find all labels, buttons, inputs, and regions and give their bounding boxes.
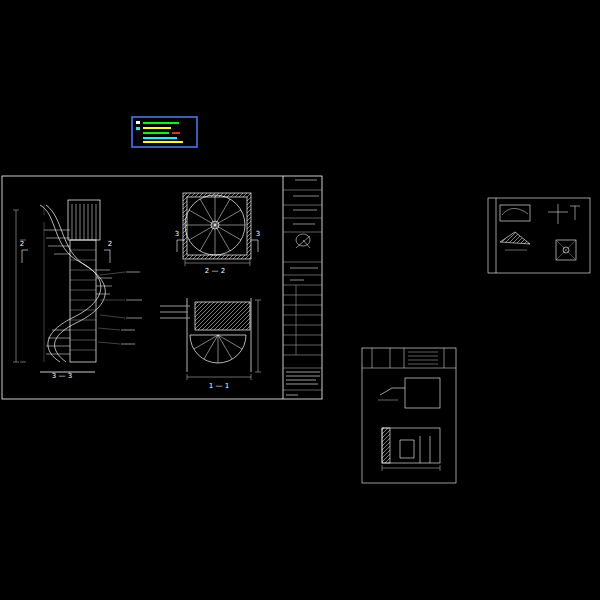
cad-line	[143, 141, 183, 143]
detail-sheet	[488, 198, 590, 273]
cad-line	[46, 205, 105, 362]
cad-line	[185, 195, 245, 255]
cad-line	[362, 348, 456, 368]
cad-line	[143, 122, 179, 124]
cad-line	[500, 232, 530, 244]
cad-line	[143, 127, 171, 129]
cad-line	[195, 302, 250, 330]
cad-line	[143, 137, 177, 139]
section-marker: 3	[174, 231, 180, 238]
cad-line	[121, 272, 142, 344]
cad-line	[505, 250, 527, 251]
cad-line	[72, 204, 96, 240]
cad-line	[488, 198, 590, 273]
cad-line	[380, 388, 405, 395]
layer-box	[132, 117, 197, 147]
section-title: 1 — 1	[208, 383, 230, 390]
elevation-sheet	[362, 348, 456, 483]
cad-line	[400, 436, 430, 463]
cad-line	[563, 247, 569, 253]
section-marker: 3	[255, 231, 261, 238]
cad-line	[160, 306, 190, 318]
cad-line	[136, 127, 140, 130]
cad-line	[172, 132, 180, 134]
section-title: 2 — 2	[204, 268, 226, 275]
cad-line	[286, 372, 320, 395]
cad-line	[290, 180, 319, 280]
cad-line	[496, 198, 497, 273]
section-marker: 2	[19, 241, 25, 248]
cad-line	[378, 400, 398, 401]
cad-line	[183, 193, 251, 259]
cad-line	[190, 335, 246, 363]
cad-line	[187, 298, 251, 372]
cad-line	[556, 240, 576, 260]
section-marker: 2	[107, 241, 113, 248]
stair-plan	[177, 193, 258, 266]
cad-line	[177, 240, 258, 252]
cad-line	[13, 210, 26, 362]
cad-line	[500, 205, 530, 221]
cad-line	[405, 378, 440, 408]
cad-line	[296, 234, 310, 248]
cad-line	[255, 300, 261, 372]
main-sheet	[2, 176, 322, 399]
cad-line	[548, 204, 580, 224]
cad-line	[194, 335, 242, 363]
cad-line	[382, 428, 440, 463]
cad-line	[44, 230, 112, 354]
cad-line	[68, 200, 100, 240]
cad-line	[502, 208, 528, 215]
cad-line	[283, 190, 322, 390]
cad-line	[70, 250, 96, 350]
cad-line	[2, 176, 322, 399]
cad-line	[22, 250, 110, 263]
cad-line	[44, 205, 45, 362]
cad-line	[408, 352, 438, 364]
cad-line	[40, 205, 101, 362]
cad-line	[136, 121, 140, 124]
section-title: 3 — 3	[51, 373, 73, 380]
cad-line	[382, 428, 390, 463]
cad-line	[185, 195, 245, 255]
cad-line	[283, 176, 284, 399]
cad-line	[185, 260, 250, 266]
stair-elevation	[13, 200, 142, 372]
cad-line	[556, 240, 576, 260]
cad-line	[187, 374, 251, 380]
cad-line	[98, 272, 125, 344]
stair-section	[160, 298, 261, 380]
cad-line	[143, 132, 169, 134]
cad-line	[382, 465, 440, 471]
cad-line	[132, 117, 197, 147]
cad-line	[296, 285, 297, 355]
cad-line	[362, 348, 456, 483]
